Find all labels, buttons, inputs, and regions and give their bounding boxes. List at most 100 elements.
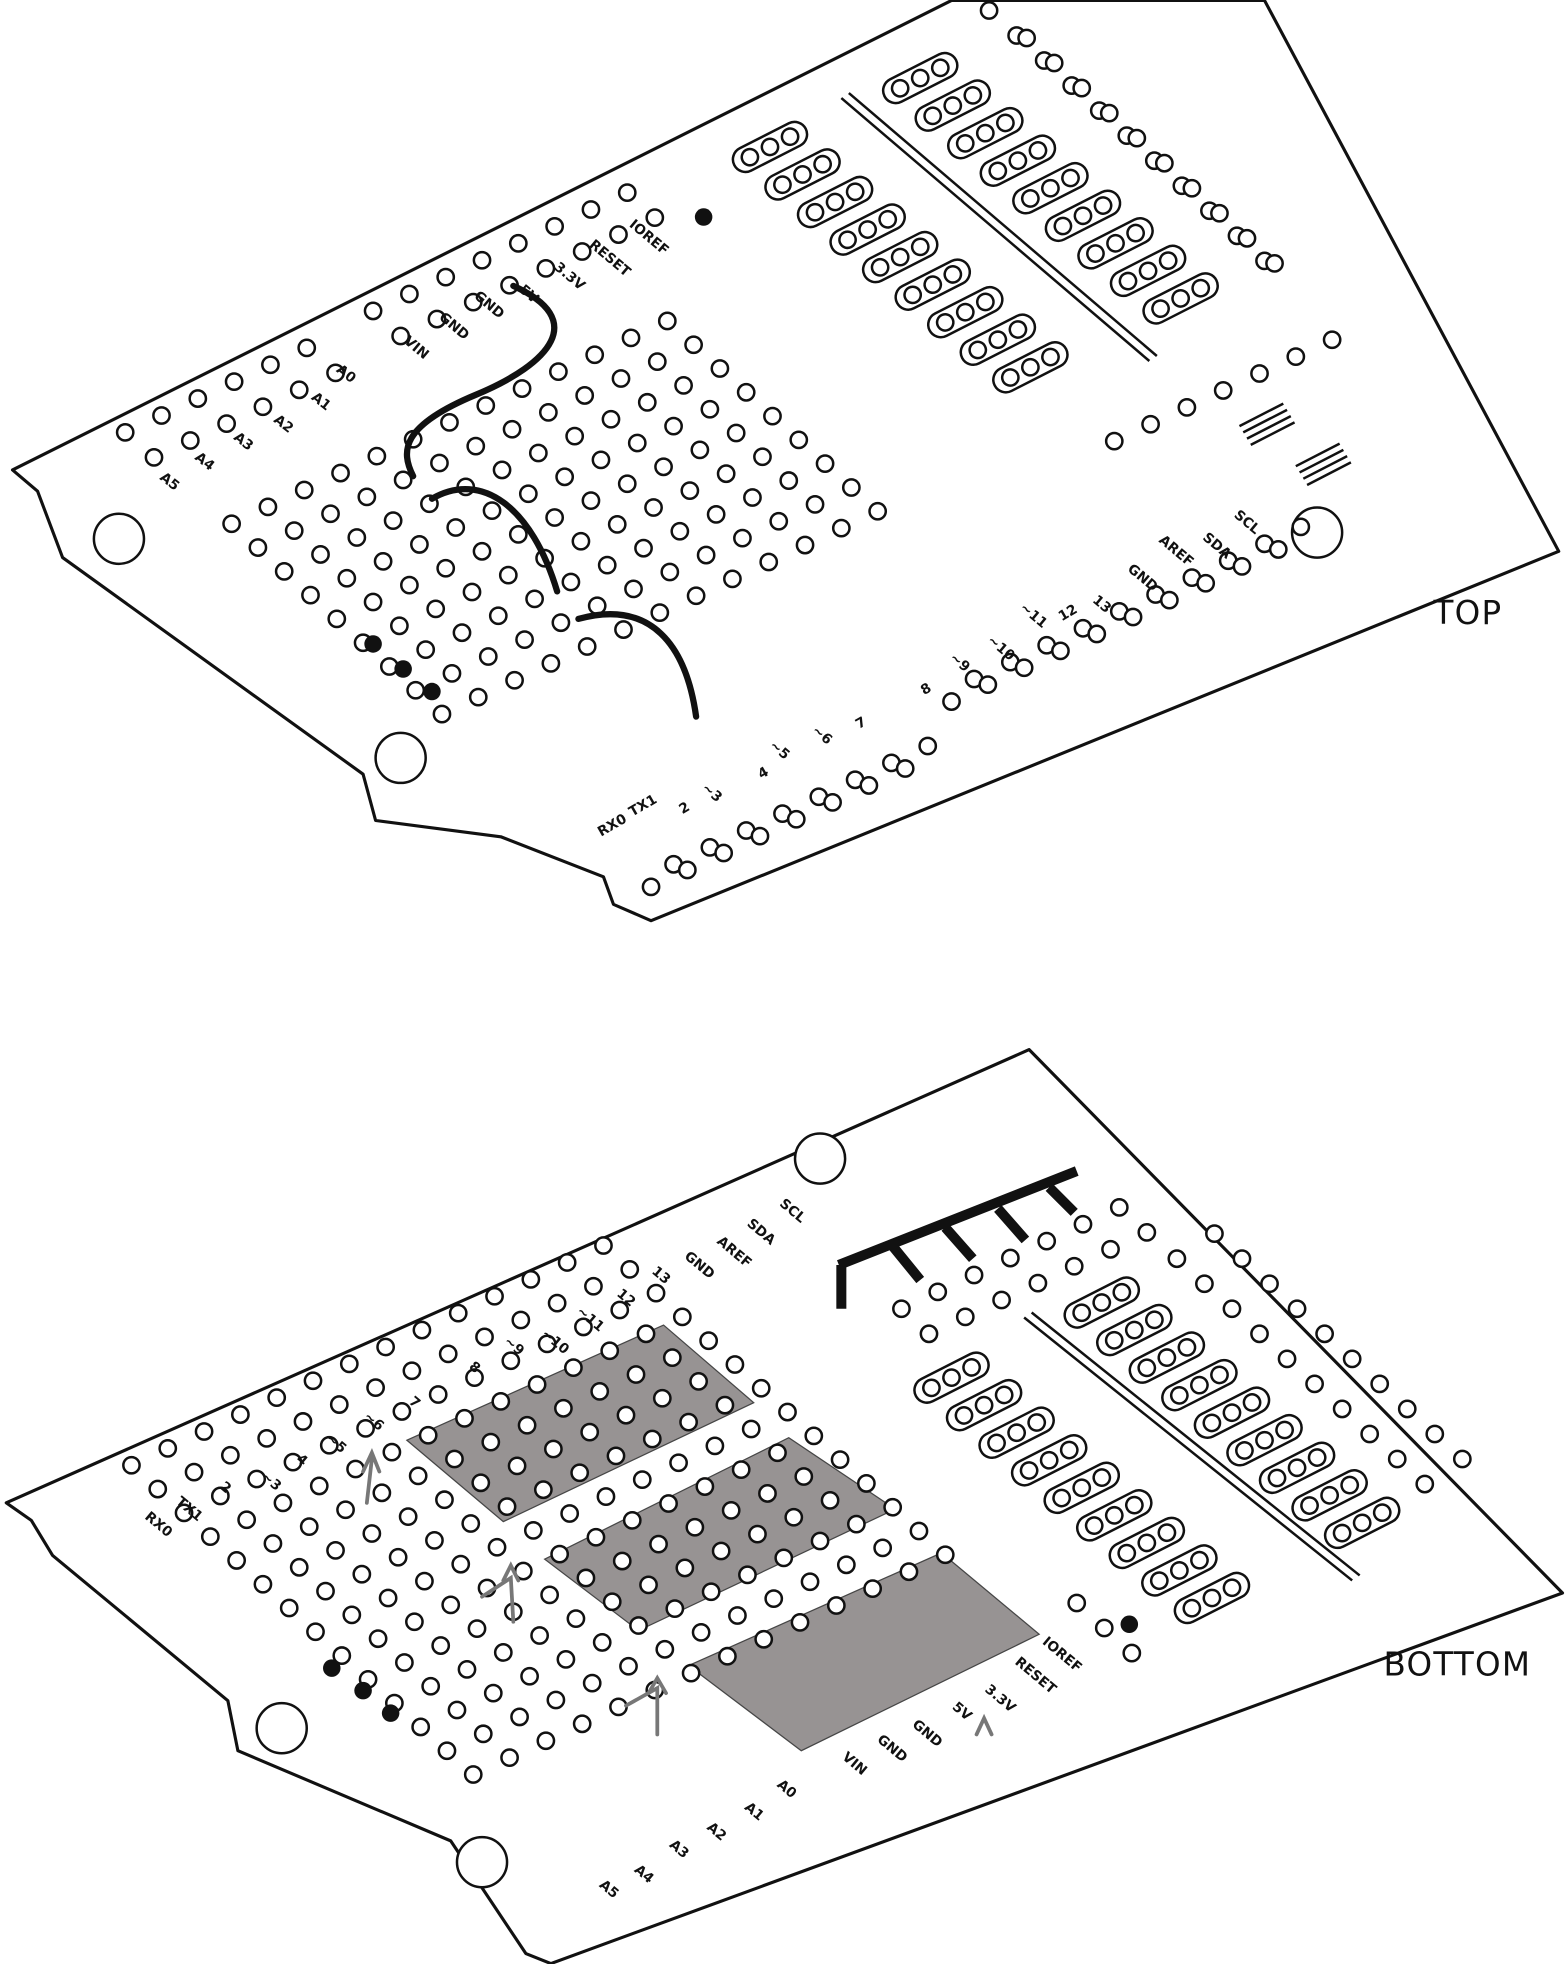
slot-pad: [1077, 217, 1154, 270]
pad-hole: [437, 1741, 457, 1761]
pad-hole: [1340, 1475, 1360, 1495]
pad-hole: [619, 1656, 638, 1676]
pad-hole: [675, 1558, 695, 1578]
pad-hole: [1008, 320, 1028, 339]
jumper-wire: [403, 282, 558, 480]
pad-hole: [1138, 261, 1158, 281]
pad-hole: [677, 860, 697, 880]
pad-hole: [1017, 28, 1037, 48]
pad-hole: [617, 183, 637, 203]
pad-hole: [679, 1412, 698, 1432]
pad-hole: [520, 1666, 539, 1686]
slot-pad: [894, 258, 972, 311]
pad-hole: [1190, 1550, 1209, 1570]
pad-hole: [392, 1402, 412, 1421]
pad-hole: [174, 1503, 194, 1523]
pad-hole: [297, 338, 317, 358]
pad-hole: [467, 1619, 487, 1639]
filled-pad: [694, 208, 713, 226]
pad-hole: [378, 1588, 398, 1608]
pad-hole: [498, 565, 518, 585]
pad-hole: [299, 1517, 319, 1537]
pad-hole: [641, 877, 661, 897]
slot-pad: [1291, 1469, 1368, 1522]
filled-pad: [323, 1659, 341, 1677]
pad-hole: [511, 1310, 531, 1330]
pad-hole: [681, 1663, 701, 1683]
pad-hole: [689, 1371, 709, 1391]
pad-hole: [741, 1419, 761, 1439]
pad-hole: [1425, 1424, 1445, 1444]
pad-hole: [465, 1368, 484, 1388]
pad-hole: [723, 569, 742, 589]
pad-hole: [836, 1555, 856, 1575]
jumper-wire: [575, 611, 700, 720]
divider-line: [1023, 1316, 1353, 1582]
pad-hole: [448, 1303, 468, 1323]
pad-hole: [621, 328, 641, 348]
top-slot-pads: [731, 51, 1219, 394]
pad-hole: [674, 376, 693, 395]
wire-lead: [480, 1561, 521, 1624]
pad-hole: [541, 653, 561, 673]
pad-hole: [431, 1636, 451, 1655]
mounting-hole: [455, 1835, 509, 1889]
pad-hole: [813, 154, 833, 174]
pad-hole: [472, 250, 492, 270]
pad-hole: [1158, 251, 1178, 271]
pad-hole: [400, 284, 419, 304]
pad-hole: [557, 1253, 577, 1272]
pad-hole: [662, 1348, 682, 1367]
pad-hole: [253, 397, 273, 417]
pad-hole: [974, 1395, 994, 1415]
filled-pad: [354, 1681, 372, 1700]
pad-hole: [1072, 78, 1092, 98]
pad-hole: [1041, 178, 1060, 198]
pad-hole: [1104, 1505, 1124, 1525]
pad-hole: [346, 1459, 365, 1479]
pad-hole: [247, 1469, 267, 1489]
divider-line: [1030, 1311, 1361, 1577]
pad-hole: [258, 497, 278, 517]
pad-hole: [1008, 151, 1028, 171]
pad-hole: [336, 1500, 355, 1520]
pad-hole: [554, 1398, 573, 1418]
pad-hole: [918, 736, 938, 756]
pad-hole: [210, 1486, 230, 1506]
pad-hole: [943, 96, 963, 115]
pad-hole: [856, 1474, 876, 1493]
pad-hole: [759, 552, 779, 572]
pad-hole: [649, 1534, 668, 1554]
slot-pad: [992, 340, 1069, 394]
pad-hole: [1094, 1618, 1114, 1638]
pad-hole: [652, 1388, 672, 1408]
pad-hole: [289, 1557, 309, 1577]
pad-hole: [389, 616, 409, 636]
pad-hole: [402, 1361, 422, 1381]
filled-pad: [364, 635, 382, 653]
pad-hole: [1151, 299, 1170, 319]
pad-hole: [778, 1402, 797, 1422]
pad-hole: [773, 175, 792, 195]
pad-hole: [551, 613, 571, 633]
pad-hole: [738, 1565, 757, 1585]
pad-hole: [373, 551, 393, 571]
pad-hole: [760, 137, 780, 157]
pad-hole: [518, 484, 538, 504]
pad-hole: [1205, 1224, 1224, 1244]
pad-hole: [1028, 1273, 1048, 1293]
pad-hole: [632, 1470, 652, 1490]
pad-hole: [492, 460, 512, 480]
pad-hole: [954, 1406, 974, 1425]
pad-hole: [922, 1378, 941, 1398]
pad-hole: [1053, 216, 1073, 236]
pad-hole: [451, 1554, 471, 1574]
pad-hole: [763, 406, 782, 426]
pad-hole: [606, 1446, 626, 1466]
filled-pad: [423, 682, 441, 701]
slot-pad: [1173, 1571, 1251, 1625]
pad-hole: [436, 558, 456, 578]
pad-hole: [352, 1564, 372, 1584]
pad-hole: [743, 488, 762, 507]
pad-hole: [1041, 347, 1060, 367]
